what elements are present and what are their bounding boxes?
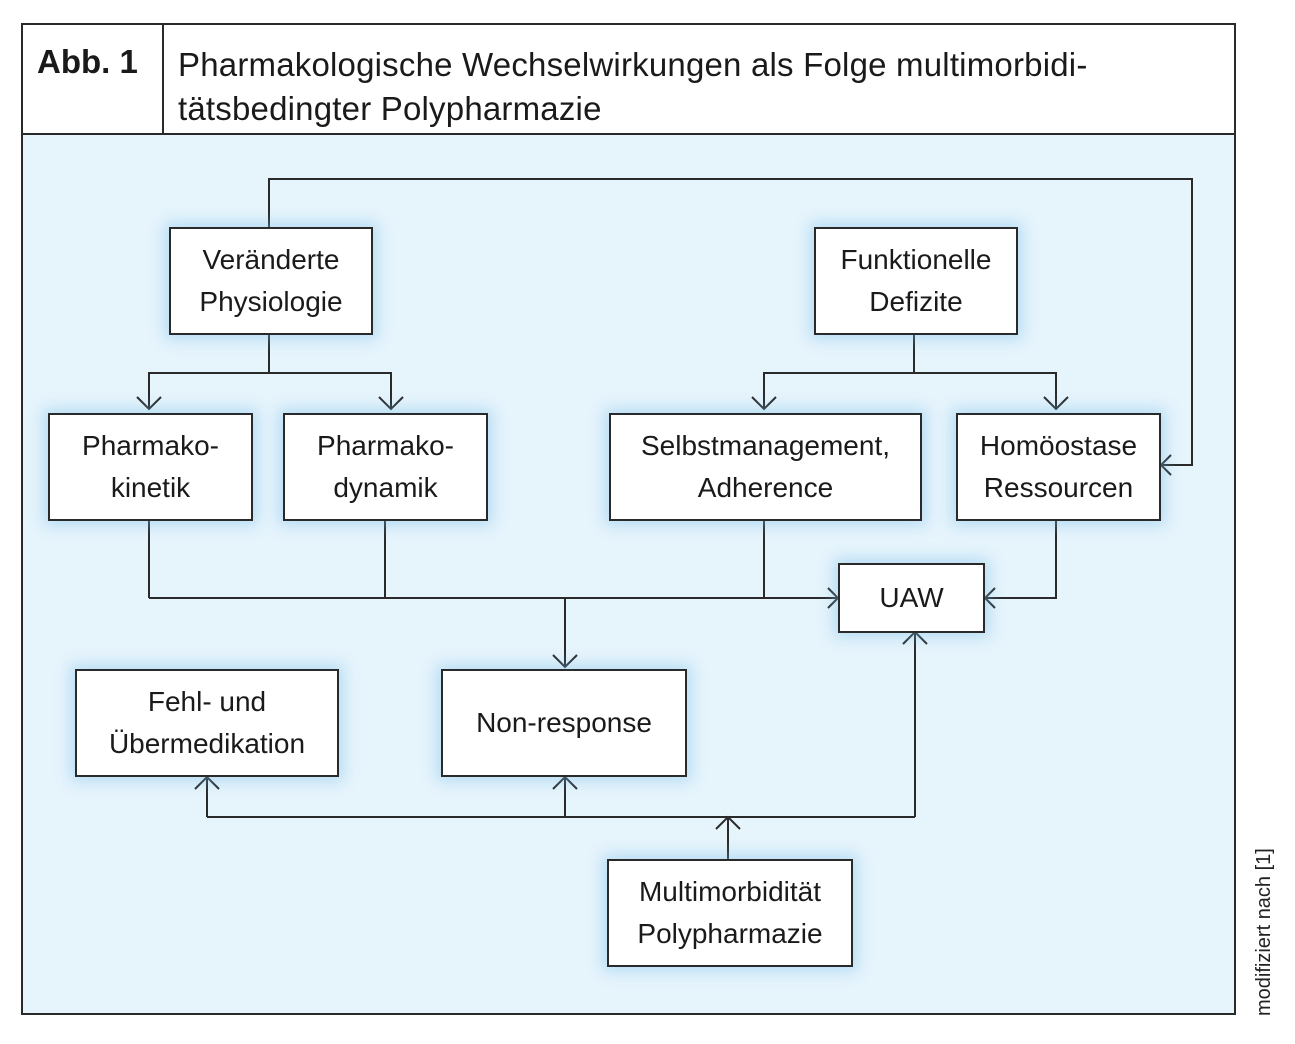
arrowhead-pharmakokinetik: [136, 396, 162, 411]
arrowhead-uaw-right: [983, 587, 996, 609]
node-non-response-label: Non-response: [476, 707, 652, 738]
figure-title-text: Pharmakologische Wechselwirkungen als Fo…: [178, 46, 1088, 127]
figure-title: Pharmakologische Wechselwirkungen als Fo…: [178, 43, 1208, 131]
diagram-connectors: [136, 178, 1193, 859]
edge-defizite-branch: [763, 372, 1057, 409]
node-veraenderte-physiologie-label: Veränderte Physiologie: [199, 244, 343, 317]
figure-frame: Abb. 1 Pharmakologische Wechselwirkungen…: [21, 23, 1236, 1015]
node-veraenderte-physiologie: Veränderte Physiologie: [169, 227, 373, 335]
arrowhead-nonresponse-top: [552, 654, 578, 669]
node-pharmakodynamik: Pharmako- dynamik: [283, 413, 488, 521]
figure-header: Abb. 1 Pharmakologische Wechselwirkungen…: [23, 25, 1234, 135]
node-fehlmedikation-label: Fehl- und Übermedikation: [108, 686, 306, 759]
node-funktionelle-defizite-label: Funktionelle Defizite: [840, 244, 992, 317]
node-homoeostase-label: Homöostase Ressourcen: [979, 430, 1138, 503]
node-non-response: Non-response: [441, 669, 687, 777]
arrowhead-nonresponse-bottom: [552, 775, 578, 790]
node-uaw: UAW: [838, 563, 985, 633]
node-uaw-label: UAW: [879, 582, 944, 613]
edge-physiologie-homoeostase: [268, 178, 1193, 466]
source-note: modifiziert nach [1]: [1253, 848, 1275, 1016]
arrowhead-fehlmedikation: [194, 775, 220, 790]
node-pharmakokinetik-label: Pharmako- kinetik: [82, 430, 219, 503]
diagram-panel: Veränderte Physiologie Funktionelle Defi…: [23, 135, 1234, 1013]
node-multimorbiditaet-label: Multimorbidität Polypharmazie: [637, 876, 823, 949]
edge-physiologie-branch: [148, 372, 392, 409]
figure-label: Abb. 1: [23, 25, 164, 133]
node-pharmakokinetik: Pharmako- kinetik: [48, 413, 253, 521]
arrowhead-homoeostase-top: [1159, 454, 1172, 476]
arrowhead-homoeostase: [1043, 396, 1069, 411]
node-pharmakodynamik-label: Pharmako- dynamik: [317, 430, 454, 503]
arrowhead-pharmakodynamik: [378, 396, 404, 411]
edge-homoeostase-uaw: [985, 521, 1057, 599]
node-selbstmanagement-label: Selbstmanagement, Adherence: [640, 430, 891, 503]
node-multimorbiditaet: Multimorbidität Polypharmazie: [607, 859, 853, 967]
node-funktionelle-defizite: Funktionelle Defizite: [814, 227, 1018, 335]
node-selbstmanagement: Selbstmanagement, Adherence: [609, 413, 922, 521]
node-homoeostase: Homöostase Ressourcen: [956, 413, 1161, 521]
node-fehlmedikation: Fehl- und Übermedikation: [75, 669, 339, 777]
arrowhead-selbstmanagement: [751, 396, 777, 411]
